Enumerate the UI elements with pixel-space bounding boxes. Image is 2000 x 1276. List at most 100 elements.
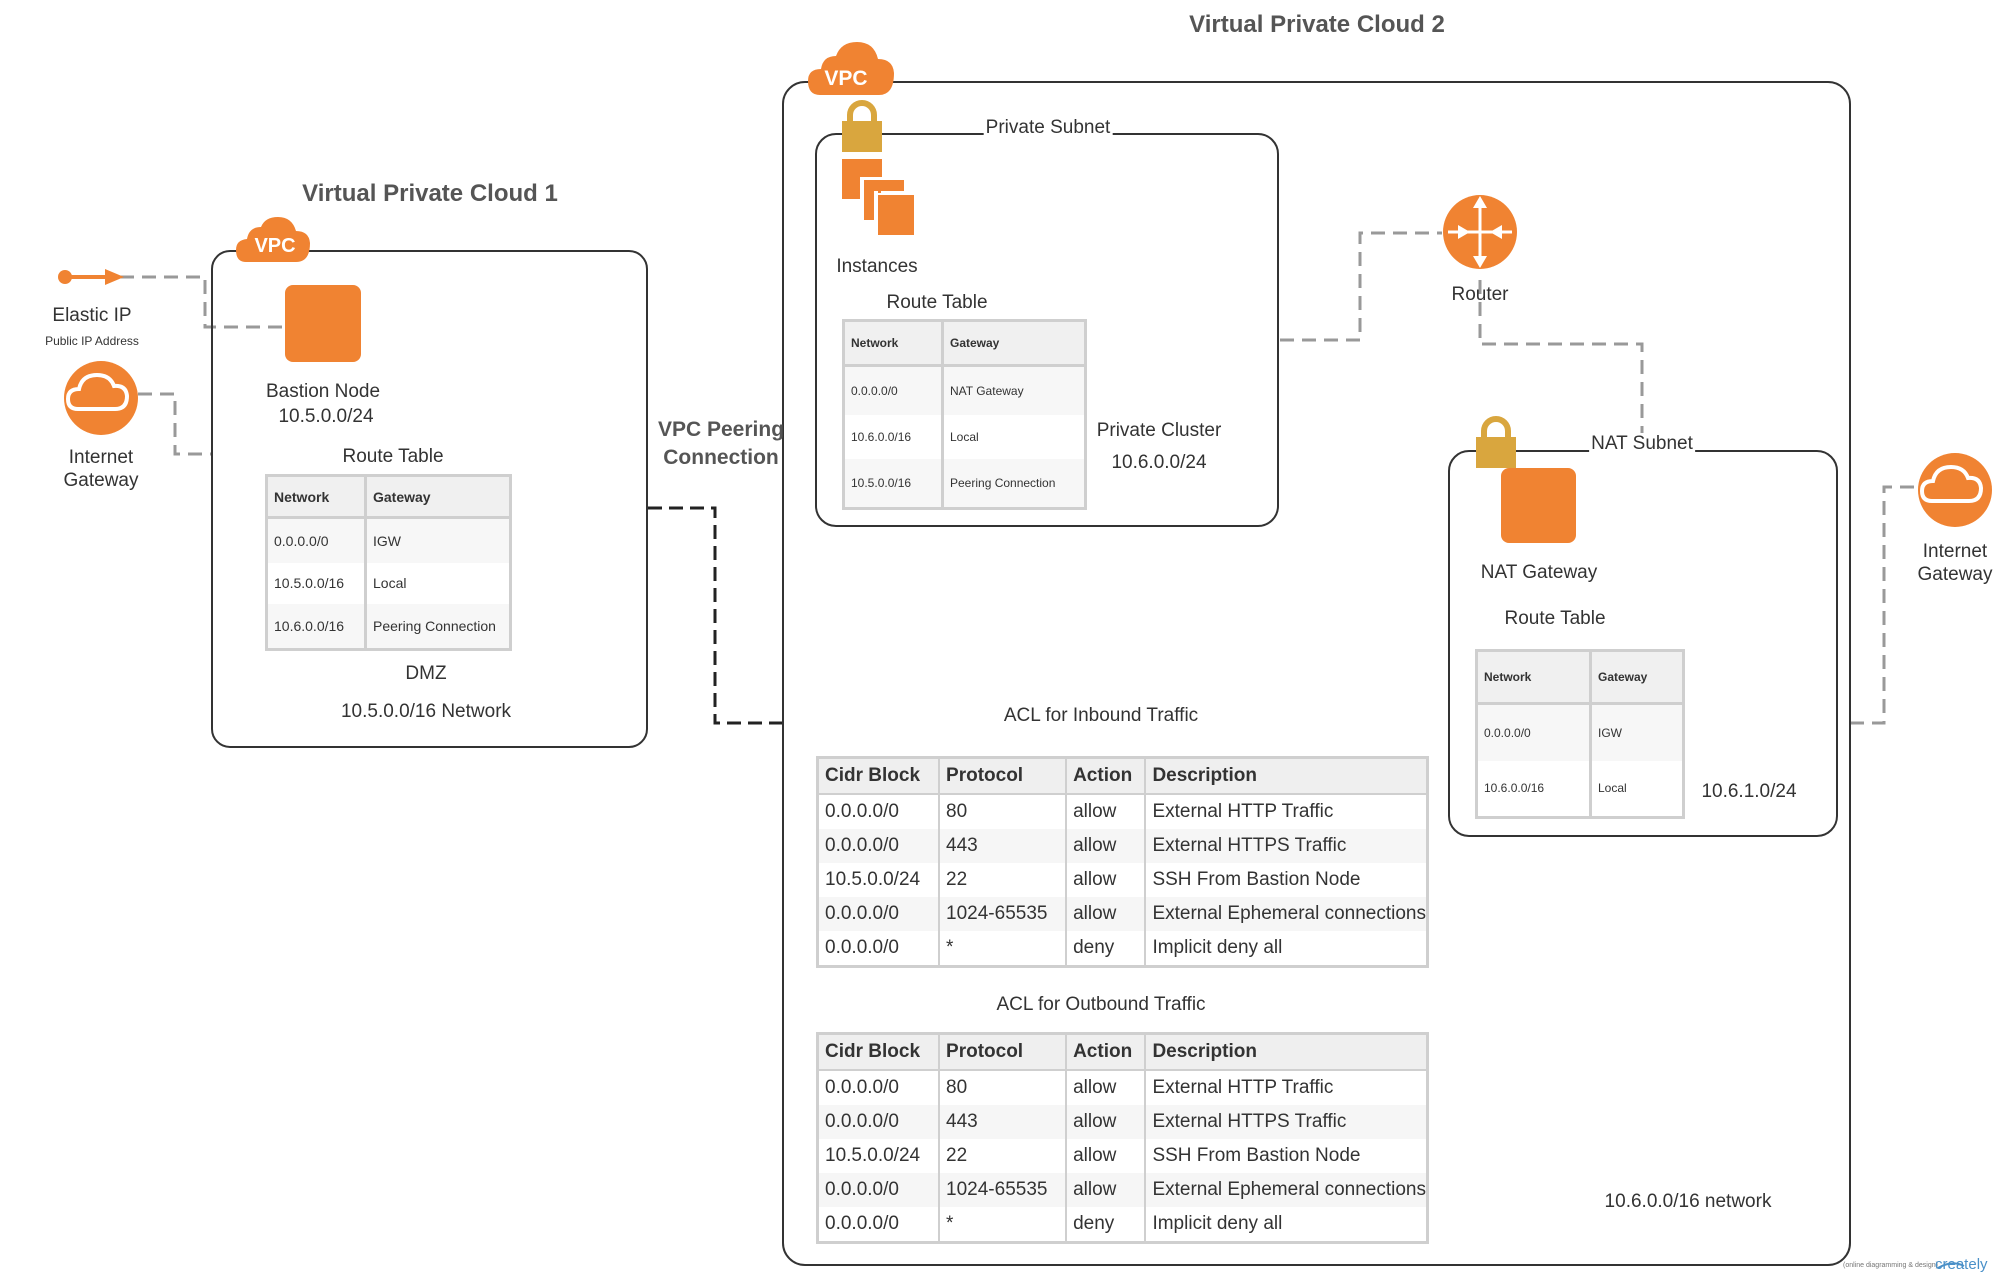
creately-logo-icon xyxy=(1937,1262,1965,1269)
internet-gateway-left-label-1: Internet xyxy=(68,447,134,468)
table-cell: 0.0.0.0/0 xyxy=(825,801,899,822)
internet-gateway-right-label-1: Internet xyxy=(1922,541,1988,562)
table-cell: SSH From Bastion Node xyxy=(1144,863,1428,897)
table-cell: External HTTPS Traffic xyxy=(1144,829,1428,863)
table-cell: 10.6.0.0/16 xyxy=(851,429,912,444)
router-nat-connector xyxy=(1478,280,1644,452)
table-cell: 22 xyxy=(938,1139,1067,1173)
watermark-tagline: (online diagramming & design) xyxy=(1843,1262,1938,1269)
table-cell: 1024-65535 xyxy=(938,1173,1067,1207)
table-cell: 0.0.0.0/0 xyxy=(817,897,940,931)
table-cell: allow xyxy=(1065,794,1146,829)
router-label: Router xyxy=(1451,284,1509,305)
table-cell: 22 xyxy=(938,863,1067,897)
nat-subnet-cidr: 10.6.1.0/24 xyxy=(1701,781,1797,802)
table-cell: allow xyxy=(1065,1173,1146,1207)
nat-gateway-icon xyxy=(1501,468,1576,543)
table-header: Action xyxy=(1065,1033,1146,1071)
elastic-ip-icon xyxy=(58,269,124,285)
internet-gateway-right-label-2: Gateway xyxy=(1917,564,1993,585)
table-header: Description xyxy=(1144,1033,1428,1071)
instances-icon xyxy=(842,159,922,238)
table-row: 10.6.0.0/16 Local xyxy=(844,414,1086,460)
router-icon xyxy=(1443,195,1517,269)
internet-gateway-right-icon xyxy=(1918,453,1992,527)
watermark-brand[interactable]: creately xyxy=(1935,1256,1988,1273)
table-cell: 1024-65535 xyxy=(938,897,1067,931)
table-cell: 10.5.0.0/16 xyxy=(843,459,943,509)
peering-connector xyxy=(648,506,783,725)
table-cell: deny xyxy=(1065,931,1146,967)
table-cell: IGW xyxy=(1589,703,1684,761)
vpc1-cloud-icon xyxy=(236,217,310,262)
vpc2-title: Virtual Private Cloud 2 xyxy=(1189,11,1445,38)
table-cell: 0.0.0.0/0 xyxy=(817,1173,940,1207)
vpc1-title: Virtual Private Cloud 1 xyxy=(302,180,558,207)
public-ip-label: Public IP Address xyxy=(45,334,139,348)
table-cell: External Ephemeral connections xyxy=(1144,1173,1428,1207)
acl-outbound-title: ACL for Outbound Traffic xyxy=(996,994,1206,1015)
table-cell: Implicit deny all xyxy=(1144,1207,1428,1243)
table-cell: 10.6.0.0/16 xyxy=(266,604,366,650)
bastion-node-icon xyxy=(285,285,361,362)
table-cell: * xyxy=(938,931,1067,967)
table-cell: deny xyxy=(1065,1207,1146,1243)
private-subnet-router-connector xyxy=(1280,231,1442,342)
table-cell: 0.0.0.0/0 xyxy=(266,517,366,563)
table-header: Description xyxy=(1144,757,1428,795)
table-header: Network xyxy=(843,320,943,367)
table-cell: External HTTP Traffic xyxy=(1144,794,1428,829)
igw-left-connector xyxy=(138,392,212,456)
table-cell: 0.0.0.0/0 xyxy=(817,829,940,863)
table-header: Cidr Block xyxy=(817,757,940,795)
table-cell: Local xyxy=(364,562,511,605)
vpc2-badge: VPC xyxy=(824,67,868,90)
table-header: Network xyxy=(1476,650,1591,705)
table-row: 10.5.0.0/16 Local xyxy=(267,562,511,605)
bastion-node-label: Bastion Node xyxy=(265,381,381,402)
table-cell: Local xyxy=(1589,760,1684,818)
table-cell: allow xyxy=(1065,1070,1146,1105)
private-subnet-label: Private Subnet xyxy=(983,117,1113,139)
private-cluster-cidr: 10.6.0.0/24 xyxy=(1111,452,1207,473)
table-cell: 0.0.0.0/0 xyxy=(817,1105,940,1139)
dashed-connectors xyxy=(120,231,1918,725)
table-cell: 10.5.0.0/24 xyxy=(825,869,921,890)
table-cell: 0.0.0.0/0 xyxy=(843,365,943,415)
vpc2-cloud-icon xyxy=(808,42,894,95)
table-cell: 80 xyxy=(938,794,1067,829)
vpc1-route-table-title: Route Table xyxy=(342,446,444,467)
table-cell: Local xyxy=(941,414,1086,460)
table-row: 10.6.0.0/16 Local xyxy=(1477,760,1684,818)
nat-route-table-title: Route Table xyxy=(1504,608,1606,629)
table-cell: * xyxy=(938,1207,1067,1243)
instances-label: Instances xyxy=(836,256,918,277)
table-cell: 10.5.0.0/16 xyxy=(274,575,345,592)
peering-label-2: Connection xyxy=(663,446,779,469)
table-header: Cidr Block xyxy=(817,1033,940,1071)
private-subnet-lock-icon xyxy=(842,100,882,152)
nat-gateway-label: NAT Gateway xyxy=(1480,562,1598,583)
table-cell: Implicit deny all xyxy=(1144,931,1428,967)
table-cell: 443 xyxy=(938,1105,1067,1139)
table-cell: Peering Connection xyxy=(364,604,511,650)
table-cell: 10.6.0.0/16 xyxy=(1484,781,1545,796)
table-cell: Peering Connection xyxy=(941,459,1086,509)
table-header: Network xyxy=(266,475,366,519)
table-cell: IGW xyxy=(364,517,511,563)
table-cell: External HTTPS Traffic xyxy=(1144,1105,1428,1139)
